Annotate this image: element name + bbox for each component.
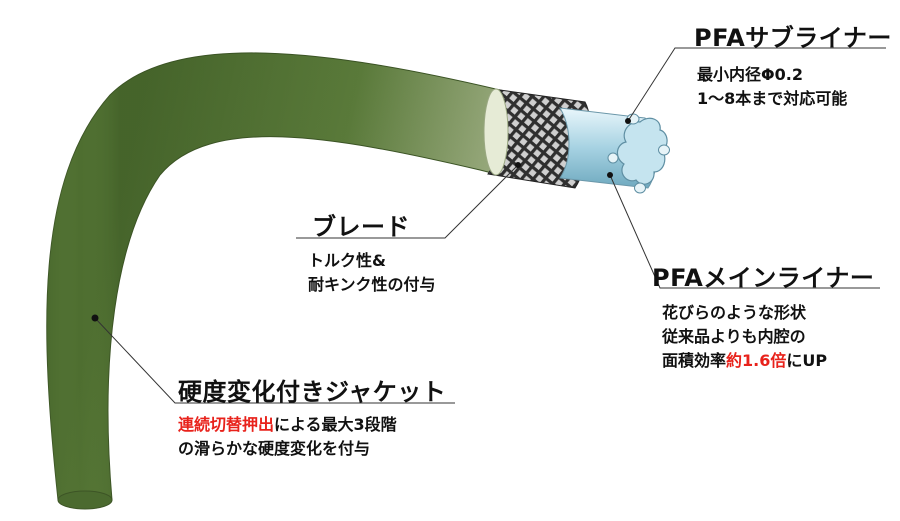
jacket-desc-1: 連続切替押出による最大3段階 bbox=[178, 414, 397, 436]
main-liner-desc-2: 従来品よりも内腔の bbox=[662, 327, 806, 346]
jacket-highlight: 連続切替押出 bbox=[178, 415, 275, 434]
jacket-end-face bbox=[57, 490, 113, 510]
sub-liner-desc-2: 1〜8本まで対応可能 bbox=[697, 89, 848, 108]
braid-rim bbox=[483, 88, 509, 176]
braid-title: ブレード bbox=[312, 213, 410, 241]
jacket-shading bbox=[46, 52, 520, 500]
sub-liner-desc-1: 最小内径Φ0.2 bbox=[697, 65, 803, 84]
sub-liner-title: PFAサブライナー bbox=[694, 24, 892, 52]
main-liner-desc-3: 面積効率約1.6倍にUP bbox=[662, 350, 827, 372]
jacket-desc-2: の滑らかな硬度変化を付与 bbox=[178, 439, 371, 458]
braid-desc-1: トルク性& bbox=[308, 251, 386, 270]
jacket-title: 硬度変化付きジャケット bbox=[178, 378, 447, 406]
main-liner-title: PFAメインライナー bbox=[652, 264, 875, 292]
main-liner-petal-face bbox=[616, 117, 668, 185]
main-liner-highlight: 約1.6倍 bbox=[726, 351, 787, 370]
leader-dots bbox=[91, 118, 631, 322]
main-liner-desc-1: 花びらのような形状 bbox=[662, 303, 807, 322]
main-liner-desc-3-pre: 面積効率 bbox=[662, 351, 727, 370]
main-liner-desc-3-post: にUP bbox=[786, 351, 828, 370]
leader-lines bbox=[94, 47, 886, 404]
jacket-desc-1-post: による最大3段階 bbox=[274, 415, 397, 434]
braid-desc-2: 耐キンク性の付与 bbox=[308, 275, 436, 294]
